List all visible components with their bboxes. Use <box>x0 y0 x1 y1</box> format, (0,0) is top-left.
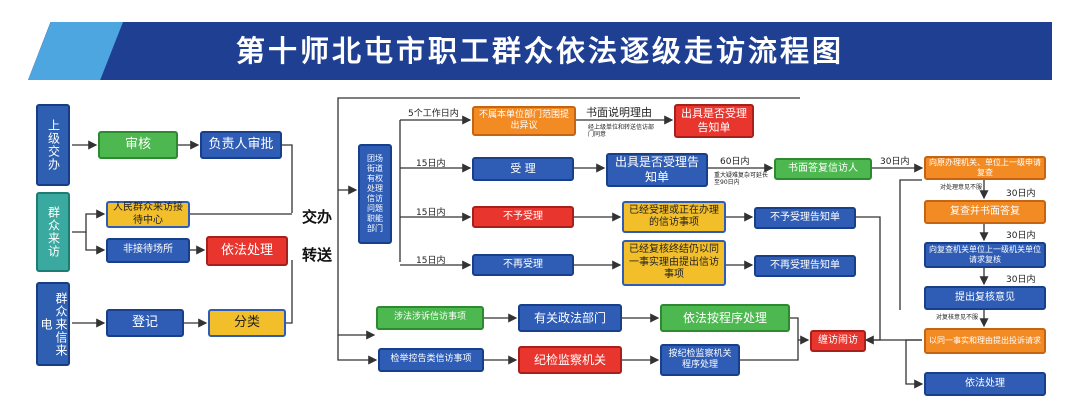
thirty-days-b: 30日内 <box>1006 189 1036 199</box>
page-title: 第十师北屯市职工群众依法逐级走访流程图 <box>235 34 844 68</box>
extension-note: 重大疑难复杂可延长至90日内 <box>714 172 769 187</box>
classify-box: 分类 <box>208 309 286 337</box>
sixty-days: 60日内 <box>720 157 750 167</box>
unsatisfied-note: 对处理意见不服 <box>940 184 983 191</box>
non-reception-box: 非接待场所 <box>106 238 190 263</box>
objection-box: 不属本单位部门范围提出异议 <box>472 106 576 136</box>
department-box: 团场街道有权处理信访问题职能部门 <box>358 144 392 244</box>
recheck-opinion-box: 提出复核意见 <box>924 286 1046 310</box>
discipline-box: 纪检监察机关 <box>518 346 622 374</box>
disrupt-visit-box: 缠访闹访 <box>810 330 866 352</box>
discipline-procedure-box: 按纪检监察机关程序处理 <box>660 344 740 376</box>
title-banner <box>28 22 1052 80</box>
already-handling-box: 已经受理或正在办理的信访事项 <box>622 201 726 233</box>
source-letters-calls: 群众来信来电 <box>36 282 70 366</box>
legal-case-box: 涉法涉诉信访事项 <box>376 306 484 330</box>
same-fact-box: 以同一事实和理由提出投诉请求 <box>924 328 1046 354</box>
source-visits: 群众来访 <box>36 192 70 272</box>
recheck-final-box: 已经复核终结仍以同一事实理由提出信访事项 <box>622 240 726 286</box>
approval-note: 经上级单位和转送信访部门同意 <box>588 124 655 139</box>
register-box: 登记 <box>106 309 184 337</box>
accept-box: 受 理 <box>472 157 574 181</box>
review-box: 审核 <box>98 131 178 159</box>
complaint-case-box: 检举控告类信访事项 <box>378 348 484 372</box>
transfer-label: 转送 <box>302 246 333 264</box>
written-reply-box: 书面答复信访人 <box>774 158 872 180</box>
r2-notice-box: 出具是否受理告知单 <box>606 153 708 187</box>
assign-label: 交办 <box>302 208 333 226</box>
no-longer-accept-box: 不再受理 <box>472 254 574 276</box>
leader-approve-box: 负责人审批 <box>200 131 282 159</box>
procedure-box: 依法按程序处理 <box>660 304 790 332</box>
thirty-days-c: 30日内 <box>1006 231 1036 241</box>
apply-review-box: 向原办理机关、单位上一级申请复查 <box>924 156 1046 180</box>
right-legal-handle-box: 依法处理 <box>924 372 1046 396</box>
r1-notice-box: 出具是否受理告知单 <box>674 104 754 138</box>
not-accept-box: 不予受理 <box>472 206 574 228</box>
row2-time: 15日内 <box>416 159 446 169</box>
review-reply-box: 复查并书面答复 <box>924 200 1046 224</box>
apply-recheck-box: 向复查机关单位上一级机关单位请求复核 <box>924 242 1046 268</box>
thirty-days-a: 30日内 <box>880 157 910 167</box>
political-dept-box: 有关政法部门 <box>518 304 622 332</box>
source-higher-assign: 上级交办 <box>36 104 70 186</box>
left-legal-handle-box: 依法处理 <box>206 236 288 266</box>
recheck-unsatisfied-note: 对复核意见不服 <box>936 314 979 321</box>
row4-time: 15日内 <box>416 256 446 266</box>
r3-notice-box: 不予受理告知单 <box>754 207 856 229</box>
row1-time: 5个工作日内 <box>408 109 459 119</box>
written-reason-note: 书面说明理由 <box>586 106 652 119</box>
thirty-days-d: 30日内 <box>1006 275 1036 285</box>
r4-notice-box: 不再受理告知单 <box>754 255 856 277</box>
row3-time: 15日内 <box>416 208 446 218</box>
reception-center-box: 人民群众来访接待中心 <box>106 201 190 228</box>
